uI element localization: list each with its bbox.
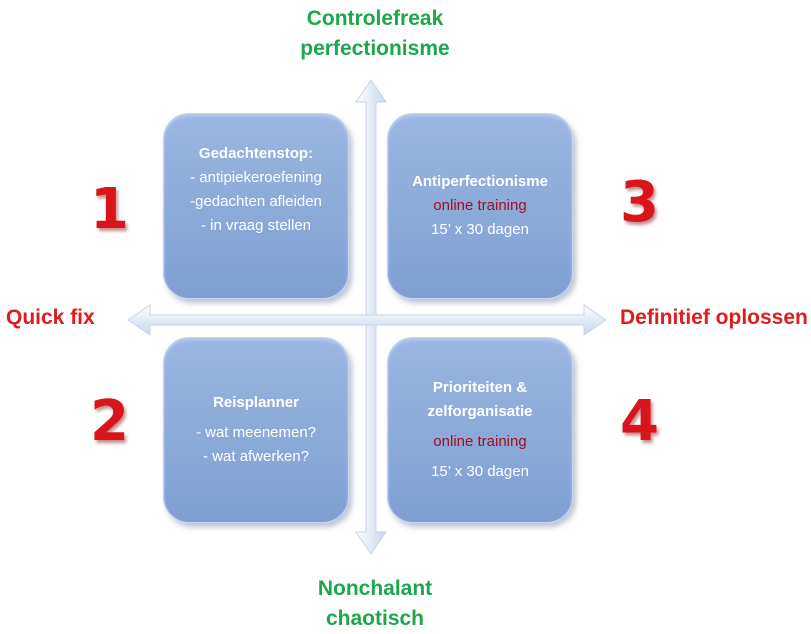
- quadrant-box-1: Gedachtenstop: - antipiekeroefening -ged…: [163, 113, 349, 299]
- quadrant-box-4: Prioriteiten & zelforganisatie online tr…: [387, 337, 573, 523]
- quadrant-box-3: Antiperfectionisme online training 15’ x…: [387, 113, 573, 299]
- quadrant-2-title: Reisplanner: [213, 394, 299, 411]
- quadrant-4-title-line-1: Prioriteiten &: [432, 379, 528, 396]
- right-axis-label: Definitief oplossen: [620, 306, 808, 329]
- quadrant-1-item: -gedachten afleiden: [190, 193, 322, 210]
- quadrant-4-title-line-2: zelforganisatie: [427, 403, 533, 420]
- quadrant-3-title: Antiperfectionisme: [412, 173, 548, 190]
- horizontal-axis-arrow: [127, 304, 607, 336]
- quadrant-box-2: Reisplanner - wat meenemen? - wat afwerk…: [163, 337, 349, 523]
- quadrant-3-subtitle: online training: [433, 197, 527, 214]
- quadrant-number-3: 3: [620, 170, 659, 235]
- quadrant-number-1: 1: [90, 177, 129, 242]
- bottom-axis-line-2: chaotisch: [325, 607, 425, 630]
- quadrant-2-item: - wat afwerken?: [203, 448, 309, 465]
- quadrant-1-item: - antipiekeroefening: [190, 169, 322, 186]
- left-axis-label: Quick fix: [6, 306, 95, 329]
- bottom-axis-label: Nonchalant chaotisch: [255, 574, 495, 634]
- quadrant-2-item: - wat meenemen?: [195, 424, 317, 441]
- top-axis-label: Controlefreak perfectionisme: [255, 4, 495, 64]
- quadrant-4-subtitle: online training: [433, 433, 527, 450]
- quadrant-3-detail: 15’ x 30 dagen: [431, 221, 529, 238]
- bottom-axis-line-1: Nonchalant: [317, 577, 433, 600]
- top-axis-line-2: perfectionisme: [300, 37, 450, 60]
- quadrant-1-item: - in vraag stellen: [200, 217, 312, 234]
- quadrant-number-4: 4: [620, 389, 659, 454]
- quadrant-1-title: Gedachtenstop:: [198, 145, 314, 162]
- top-axis-line-1: Controlefreak: [306, 7, 444, 30]
- quadrant-number-2: 2: [90, 389, 129, 454]
- quadrant-4-detail: 15’ x 30 dagen: [431, 463, 529, 480]
